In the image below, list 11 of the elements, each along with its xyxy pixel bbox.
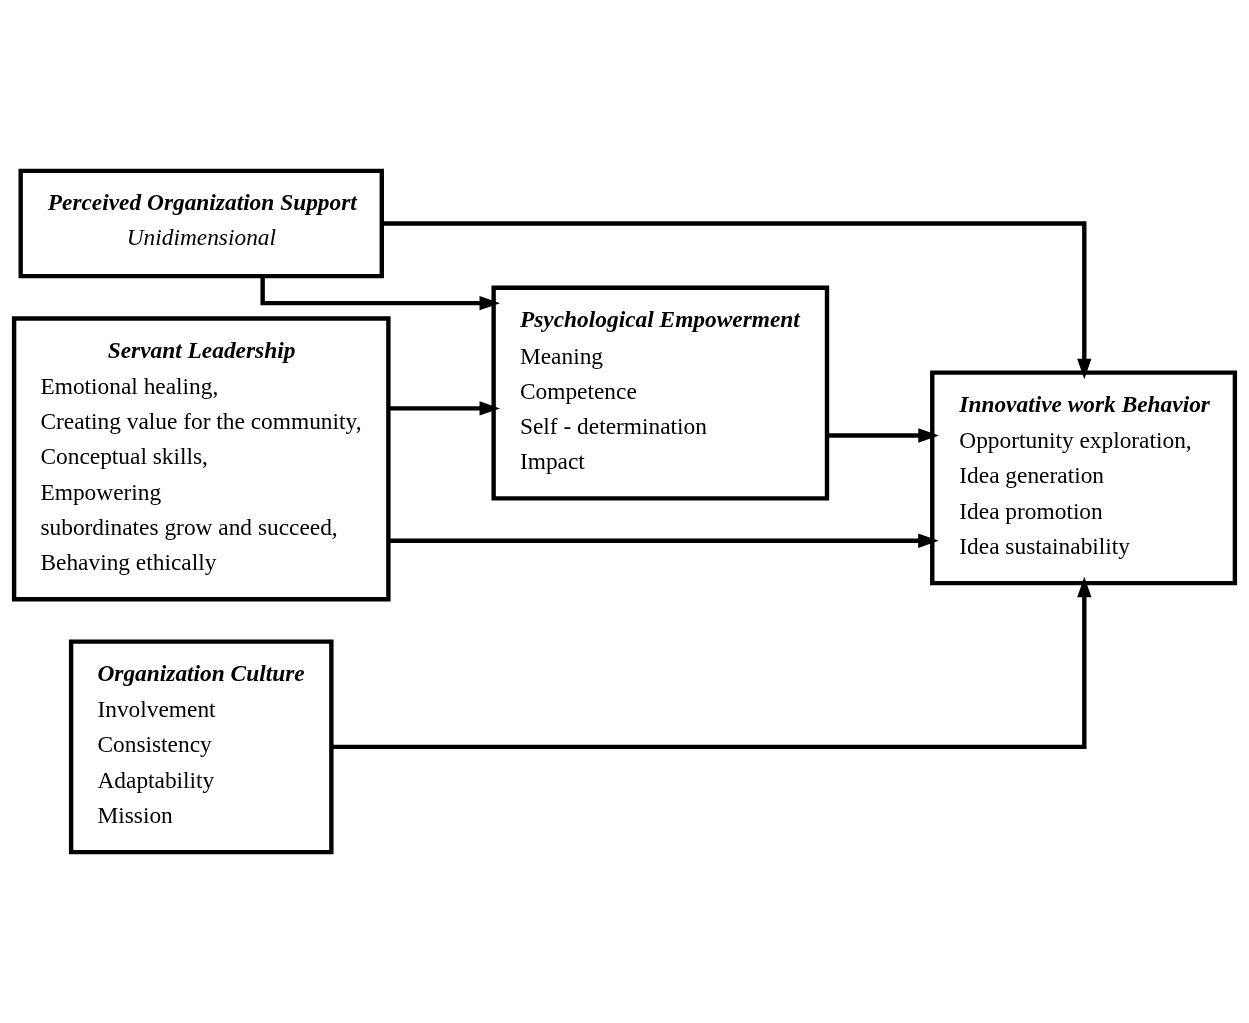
arrow (382, 221, 1092, 380)
node-box: Psychological Empowerment Meaning Competence Self - determination Impact (491, 285, 830, 501)
arrow (260, 276, 501, 311)
node-box: Innovative work Behavior Opportunity exploration, Idea generation Idea promotion Idea sustainability (930, 370, 1238, 586)
node-box: Organization Culture Involvement Consistency Adaptability Mission (68, 639, 334, 855)
arrow (331, 576, 1092, 750)
arrow (388, 401, 501, 416)
node-box: Perceived Organization Support Unidimensional (18, 168, 384, 279)
arrow (388, 533, 939, 548)
arrow (827, 428, 939, 443)
node-box: Servant Leadership Emotional healing, Creating value for the community, Conceptual skills, Empowering subordinates grow and succeed, Behaving ethically (11, 316, 391, 602)
